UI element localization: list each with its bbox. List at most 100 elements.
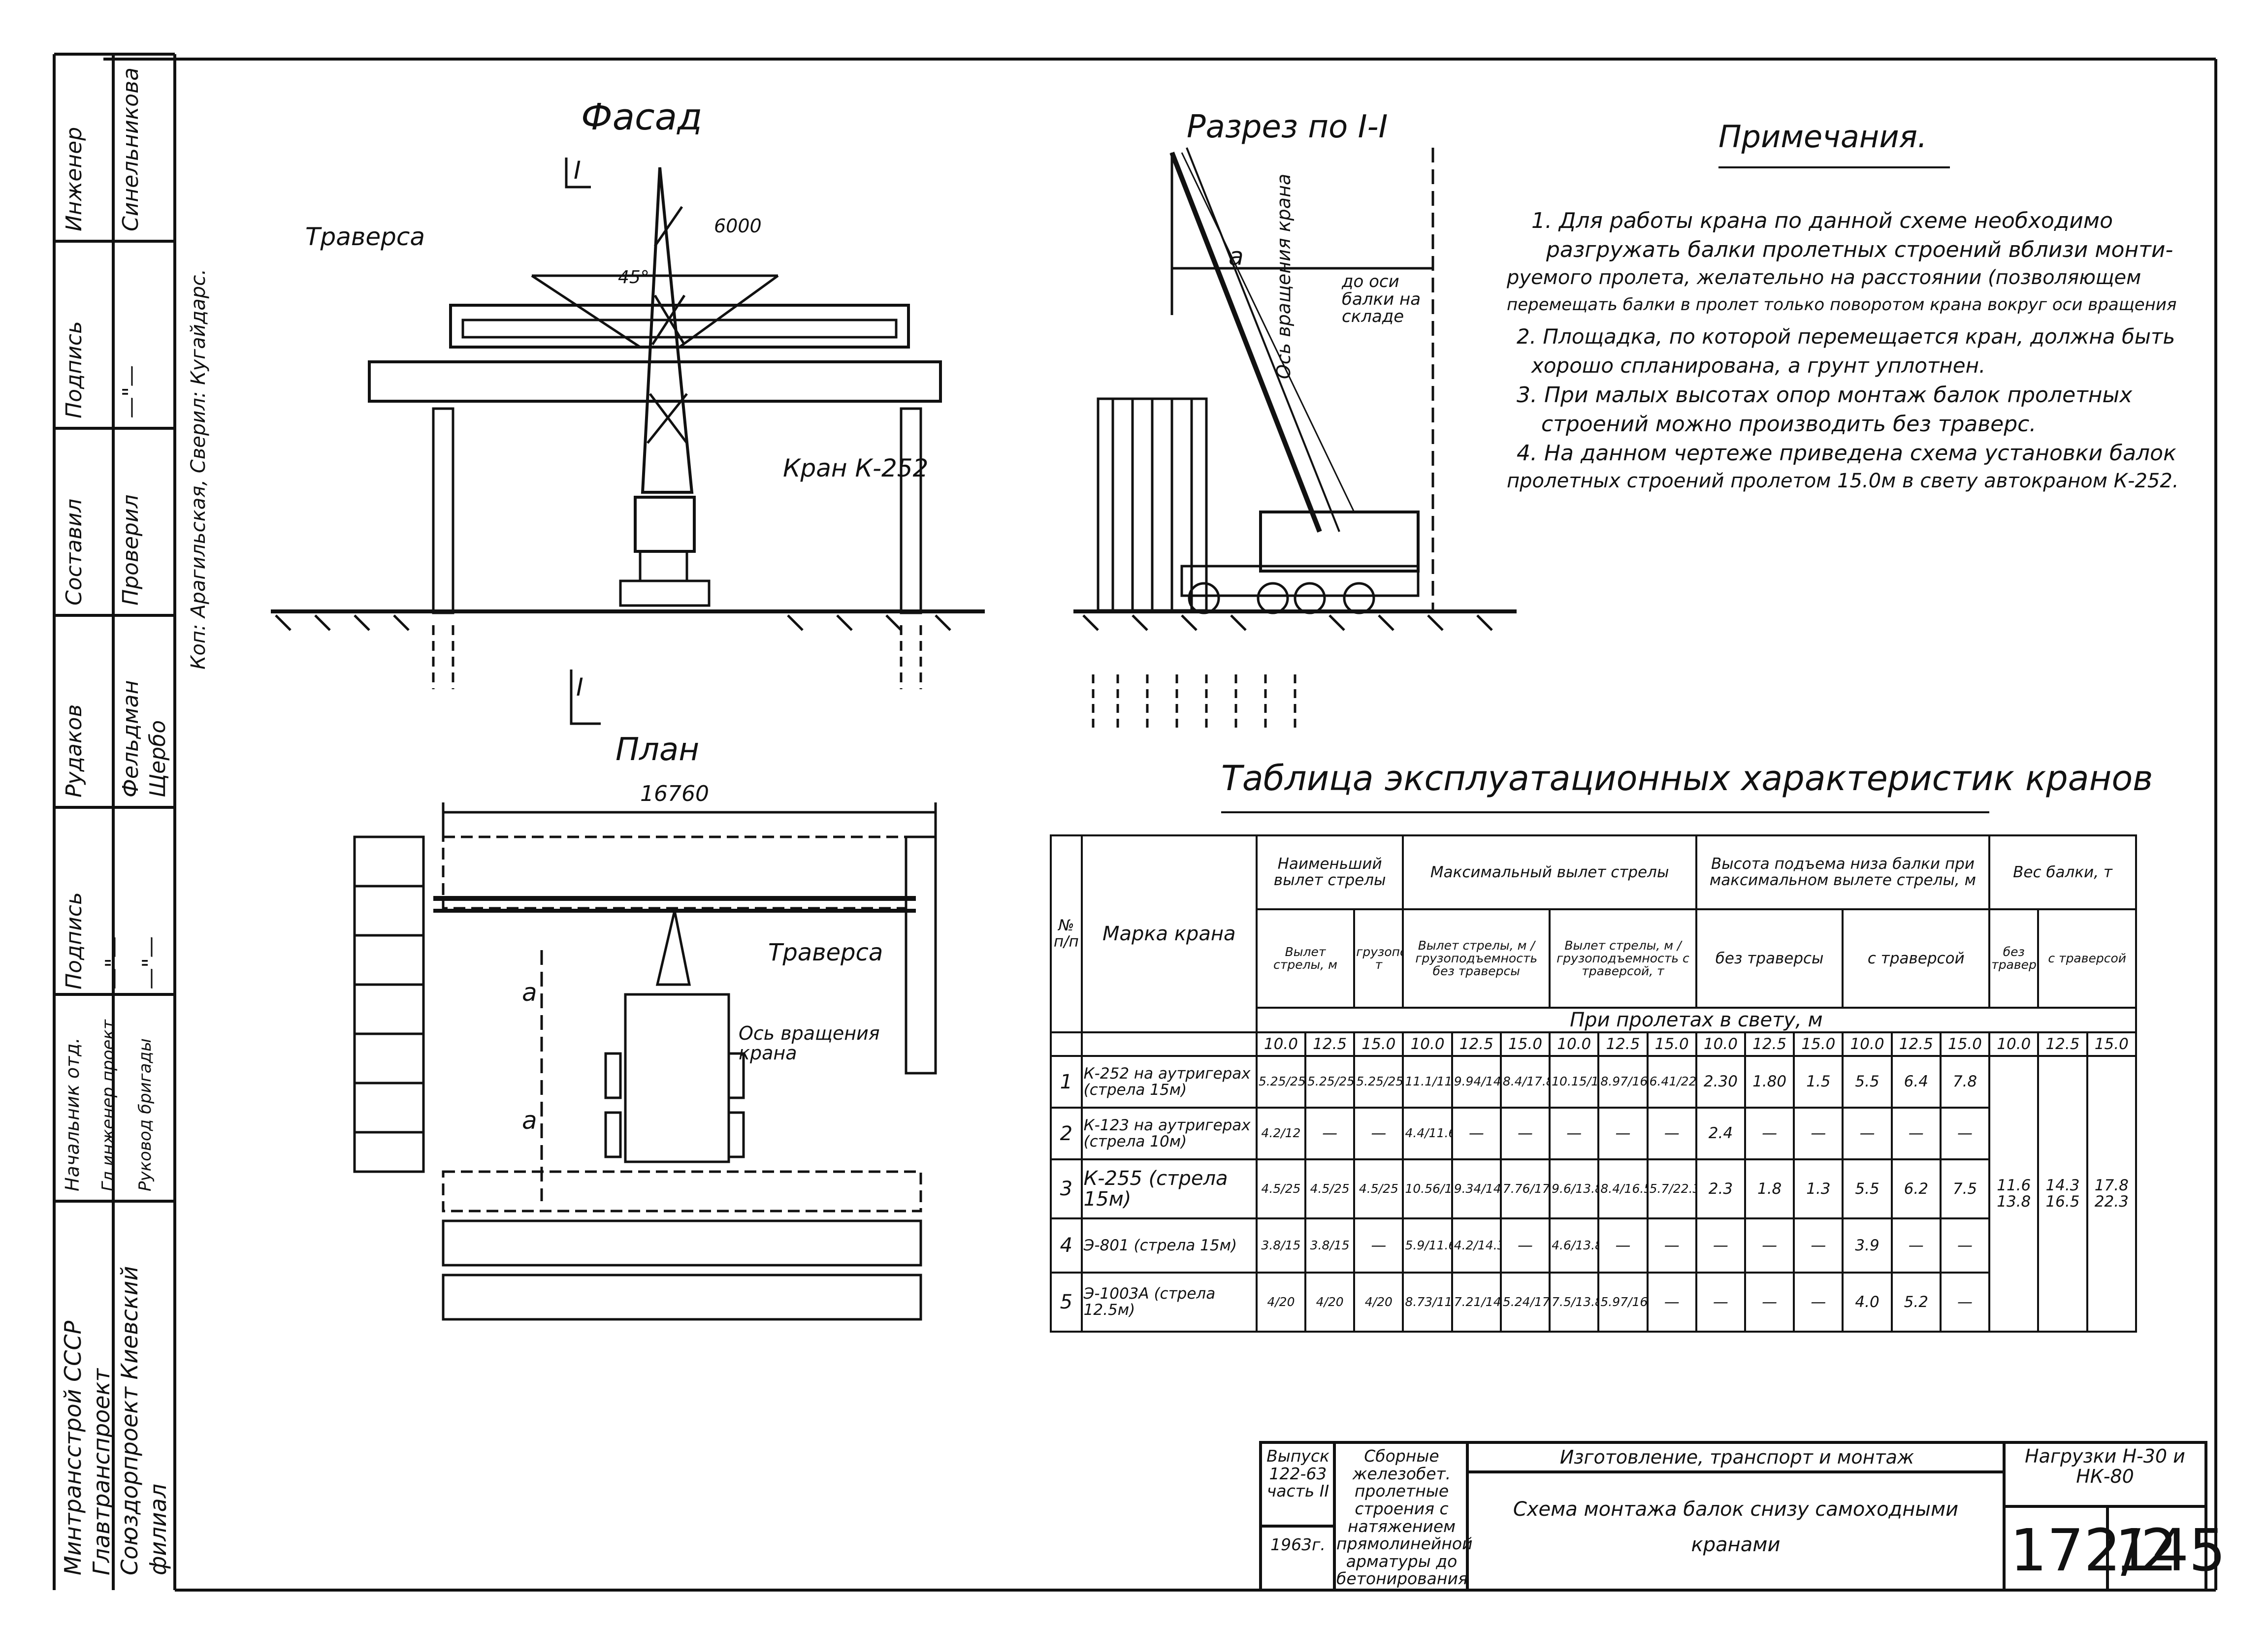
stamp-issue: Выпуск 122-63 часть II <box>1266 1446 1329 1501</box>
span-cell: 12.5 <box>2037 1031 2088 1057</box>
span-cell: 15.0 <box>1499 1031 1551 1057</box>
note-line-9: 4. На данном чертеже приведена схема уст… <box>1517 441 2176 466</box>
side-checked: Проверил <box>118 494 143 606</box>
span-cell: 10.0 <box>1988 1031 2040 1057</box>
plan-title: План <box>616 732 700 768</box>
span-cell: 12.5 <box>1744 1031 1795 1057</box>
plan-drawing <box>353 802 937 1321</box>
th-max: Максимальный вылет стрелы <box>1402 834 1697 910</box>
span-cell: 15.0 <box>2086 1031 2138 1057</box>
span-cell: 10.0 <box>1695 1031 1747 1057</box>
th-height: Высота подъема низа балки при максимальн… <box>1695 834 1991 910</box>
span-cell: 15.0 <box>1353 1031 1404 1057</box>
th-max-1: Вылет стрелы, м / грузоподъемность без т… <box>1402 908 1551 1009</box>
span-cell: 10.0 <box>1842 1031 1893 1057</box>
side-ditto-3: —"— <box>138 936 163 990</box>
plan-traverse-label: Траверса <box>768 939 883 966</box>
note-line-2: разгружать балки пролетных строений вбли… <box>1546 237 2173 262</box>
plan-axis-label: Ось вращения крана <box>739 1022 880 1064</box>
note-line-5: 2. Площадка, по которой перемещается кра… <box>1517 324 2175 349</box>
stamp-page: 145 <box>2115 1516 2226 1584</box>
th-without: без траверсы <box>1695 908 1844 1009</box>
facade-traverse-label: Траверса <box>305 223 425 251</box>
side-ditto-1: —"— <box>118 365 143 418</box>
table-row: 1 К-252 на аутригерах (стрела 15м) 5.25/… <box>1050 1055 2138 1333</box>
plan-a-label-1: а <box>522 978 537 1007</box>
spans-row: 10.0 12.5 15.0 10.0 12.5 15.0 10.0 12.5 … <box>1050 1031 2138 1057</box>
table-title: Таблица эксплуатационных характеристик к… <box>1221 758 2153 798</box>
note-line-7: 3. При малых высотах опор монтаж балок п… <box>1517 383 2133 408</box>
span-cell: 10.0 <box>1255 1031 1307 1057</box>
span-cell: 10.0 <box>1549 1031 1600 1057</box>
side-feldman: Фельдман <box>118 680 143 798</box>
plan-dim: 16760 <box>640 781 709 806</box>
th-max-2: Вылет стрелы, м / грузоподъемность с тра… <box>1549 908 1697 1009</box>
title-block: Выпуск 122-63 часть II 1963г. Сборные же… <box>1261 1442 2226 1590</box>
note-line-4: перемещать балки в пролет только поворот… <box>1507 295 2177 315</box>
side-sinelnikova: Синельникова <box>118 67 143 231</box>
note-line-3: руемого пролета, желательно на расстояни… <box>1507 266 2141 289</box>
side-shcherbo: Щербо <box>145 720 170 798</box>
facade-angle: 45° <box>618 267 649 287</box>
stamp-sheet-title: Схема монтажа балок снизу самоходными кр… <box>1513 1498 1959 1556</box>
facade-title: Фасад <box>581 96 703 138</box>
span-cell: 12.5 <box>1451 1031 1502 1057</box>
side-chief-eng: Гл.инженер проект <box>98 1020 118 1191</box>
th-spans: При пролетах в свету, м <box>1255 1007 2138 1033</box>
notes-title: Примечания. <box>1718 119 1927 155</box>
note-line-1: 1. Для работы крана по данной схеме необ… <box>1531 208 2113 233</box>
facade-drawing <box>271 158 985 725</box>
span-cell: 12.5 <box>1304 1031 1356 1057</box>
table-row: 2 К-123 на аутригерах (стрела 10м) 4.2/1… <box>1050 1107 2136 1160</box>
side-ditto-2: —"— <box>101 936 126 990</box>
note-line-8: строений можно производить без траверс. <box>1541 412 2037 437</box>
stamp-year: 1963г. <box>1270 1535 1326 1554</box>
side-engineer: Инженер <box>62 127 87 231</box>
span-cell: 15.0 <box>1793 1031 1844 1057</box>
section-drawing <box>1073 147 1517 729</box>
section-to-axis-label: до оси балки на складе <box>1342 272 1421 327</box>
side-brigade-head: Руковод бригады <box>135 1038 155 1191</box>
th-w-with: с траверсой <box>2037 908 2137 1009</box>
facade-dim-6000: 6000 <box>714 215 762 237</box>
th-weight: Вес балки, т <box>1988 834 2137 910</box>
stamp-loads: Нагрузки Н-30 и НК-80 <box>2025 1445 2185 1488</box>
plan-a-label-2: а <box>522 1106 537 1135</box>
th-w-without: без траверсы <box>1988 908 2040 1009</box>
side-rudakov: Рудаков <box>62 704 87 798</box>
facade-crane-label: Кран К-252 <box>783 454 929 482</box>
section-title: Разрез по I-I <box>1187 109 1388 145</box>
note-line-10: пролетных строений пролетом 15.0м в свет… <box>1507 470 2179 492</box>
side-composed: Составил <box>62 498 87 606</box>
note-line-6: хорошо спланирована, а грунт уплотнен. <box>1531 353 1986 378</box>
th-min: Наименьший вылет стрелы <box>1255 834 1404 910</box>
span-cell: 12.5 <box>1890 1031 1942 1057</box>
side-org: Минтрансстрой СССР Главтранспроект Союзд… <box>60 1266 171 1575</box>
th-mark: Марка крана <box>1080 834 1258 1033</box>
span-cell: 10.0 <box>1402 1031 1453 1057</box>
side-dept-head: Начальник отд. <box>62 1037 83 1191</box>
section-a-label: а <box>1229 242 1244 271</box>
span-cell: 12.5 <box>1597 1031 1649 1057</box>
side-sign-1: Подпись <box>62 321 87 418</box>
th-load: грузоподъемность, т <box>1353 908 1404 1009</box>
stamp-work: Изготовление, транспорт и монтаж <box>1559 1446 1914 1468</box>
side-copy-note: Коп: Арагильская, Сверил: Кугайдарс. <box>187 269 210 670</box>
th-reach: Вылет стрелы, м <box>1255 908 1356 1009</box>
stamp-subject: Сборные железобет. пролетные строения с … <box>1336 1446 1473 1589</box>
th-with: с траверсой <box>1842 908 1991 1009</box>
side-sign-2: Подпись <box>62 892 87 990</box>
stamp-code: 172/2 <box>2010 1516 2178 1584</box>
span-cell: 15.0 <box>1646 1031 1697 1057</box>
facade-section-mark-top: I <box>574 156 581 185</box>
span-cell: 15.0 <box>1939 1031 1991 1057</box>
crane-table: № п/п Марка крана Наименьший вылет стрел… <box>1050 834 2138 1333</box>
